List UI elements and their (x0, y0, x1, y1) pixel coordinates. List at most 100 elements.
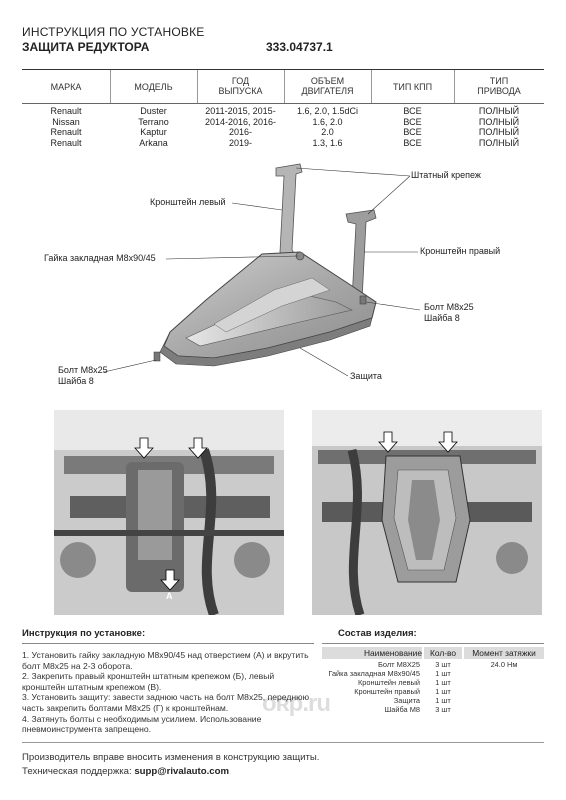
parts-col-qty: Кол-во (424, 647, 462, 659)
support-email-link[interactable]: supp@rivalauto.com (134, 766, 229, 777)
col-year: 2011-2015, 2015- 2014-2016, 2016- 2016- … (197, 106, 284, 148)
col-drive: ПОЛНЫЙ ПОЛНЫЙ ПОЛНЫЙ ПОЛНЫЙ (454, 106, 544, 148)
table-cell: Renault (50, 106, 82, 116)
photo-before-illustration (54, 410, 284, 615)
instruction-step: 2. Закрепить правый кронштейн штатным кр… (22, 671, 275, 692)
list-item: 1 шт (435, 668, 451, 678)
photo-after (312, 410, 542, 615)
col-engine: 1.6, 2.0, 1.5dCi 1.6, 2.0 2.0 1.3, 1.6 (284, 106, 371, 148)
header-divider (22, 69, 544, 70)
parts-quantities: 3 шт 1 шт 1 шт 1 шт 1 шт 3 шт (426, 660, 460, 714)
callout-right-bracket: Кронштейн правый (420, 246, 501, 256)
list-item: Защита (393, 695, 420, 705)
parts-names: Болт М8Х25 Гайка закладная М8х90/45 Крон… (322, 660, 420, 714)
callout-left-bracket: Кронштейн левый (150, 197, 226, 207)
col-separator (197, 70, 198, 103)
watermark: oʀp.ru (262, 690, 331, 717)
table-cell: 2014-2016, 2016- (204, 116, 277, 127)
leader-nut (165, 255, 299, 260)
parts-col-torque: Момент затяжки (464, 647, 544, 659)
th-gearbox: ТИП КПП (392, 82, 433, 92)
table-cell: ПОЛНЫЙ (478, 106, 520, 116)
product-code: 333.04737.1 (266, 40, 333, 54)
table-cell: 1.3, 1.6 (312, 137, 343, 148)
footer-disclaimer: Производитель вправе вносить изменения в… (22, 752, 320, 763)
col-separator (110, 70, 111, 103)
table-cell: Duster (140, 106, 167, 116)
bolt-right (359, 295, 367, 305)
callout-bolt-left-bolt: Болт М8х25 (58, 365, 108, 375)
instructions-list: 1. Установить гайку закладную М8х90/45 н… (22, 650, 312, 735)
photo-after-illustration (312, 410, 542, 615)
table-cell: Renault (50, 127, 82, 137)
table-cell: 2016- (228, 127, 253, 137)
table-cell: ПОЛНЫЙ (478, 137, 520, 148)
th-brand: МАРКА (50, 82, 82, 92)
list-item: Шайба М8 (384, 704, 420, 714)
callout-nut: Гайка закладная М8х90/45 (44, 253, 156, 263)
th-model: МОДЕЛЬ (134, 82, 173, 92)
table-cell: ВСЕ (403, 106, 422, 116)
instruction-step: 1. Установить гайку закладную М8х90/45 н… (22, 650, 309, 671)
callout-bolt-right: Болт М8х25 Шайба 8 (424, 302, 474, 324)
instructions-title: Инструкция по установке: (22, 628, 146, 639)
instruction-step: 4. Затянуть болты с необходимым усилием.… (22, 713, 262, 735)
photo-before: A (54, 410, 284, 615)
table-cell: Terrano (138, 116, 169, 127)
parts-title: Состав изделия: (338, 628, 417, 639)
table-cell: 1.6, 2.0 (312, 116, 343, 127)
table-cell: Nissan (52, 116, 80, 127)
callout-guard: Защита (350, 371, 382, 381)
callout-standard-mount: Штатный крепеж (411, 170, 481, 180)
guard-rib (213, 277, 331, 333)
product-title: ЗАЩИТА РЕДУКТОРА (22, 40, 150, 54)
col-brand: Renault Nissan Renault Renault (22, 106, 110, 148)
list-item: Болт М8Х25 (378, 660, 420, 669)
callout-bolt-right-bolt: Болт М8х25 (424, 302, 474, 312)
table-cell: ВСЕ (403, 116, 422, 127)
table-cell: Renault (50, 137, 82, 148)
list-item: 1 шт (435, 677, 451, 687)
callout-bolt-left: Болт М8х25 Шайба 8 (58, 365, 108, 387)
exploded-drawing (103, 163, 421, 377)
table-cell: ПОЛНЫЙ (478, 127, 520, 137)
col-separator (371, 70, 372, 103)
list-item: Гайка закладная М8х90/45 (328, 668, 420, 678)
photo-label-a: A (166, 591, 173, 601)
parts-divider (322, 643, 544, 644)
table-cell: Kaptur (140, 127, 167, 137)
leader-bolt-left (103, 359, 157, 373)
col-gearbox: ВСЕ ВСЕ ВСЕ ВСЕ (371, 106, 454, 148)
table-cell: ВСЕ (403, 127, 422, 137)
list-item: Кронштейн правый (354, 686, 420, 696)
list-item: 1 шт (435, 695, 451, 705)
leader-left-bracket (231, 202, 283, 211)
doc-title: ИНСТРУКЦИЯ ПО УСТАНОВКЕ (22, 25, 205, 39)
parts-col-name: Наименование (322, 647, 422, 659)
leader-guard (299, 347, 349, 377)
table-cell: ВСЕ (403, 137, 422, 148)
instruction-step: 3. Установить защиту: завести заднюю час… (22, 692, 310, 713)
leader-standard-mount (367, 175, 411, 215)
list-item: 3 шт (435, 704, 451, 714)
table-header-divider (22, 103, 544, 104)
guard-edge (159, 317, 373, 367)
callout-bolt-left-washer: Шайба 8 (58, 376, 94, 386)
list-item: 3 шт (435, 660, 451, 669)
left-bracket (275, 163, 303, 267)
table-cell: ПОЛНЫЙ (478, 116, 520, 127)
bolt-left (153, 351, 161, 362)
parts-torque: 24.0 Нм (490, 660, 518, 669)
leader-standard-mount (295, 167, 411, 177)
callout-bolt-right-washer: Шайба 8 (424, 313, 460, 323)
footer-support: Техническая поддержка: supp@rivalauto.co… (22, 766, 229, 777)
col-separator (454, 70, 455, 103)
leader-bolt-right (365, 301, 421, 311)
table-cell: 2011-2015, 2015- (205, 106, 276, 116)
list-item: Кронштейн левый (357, 677, 420, 687)
footer-divider (22, 742, 544, 743)
instructions-divider (22, 643, 314, 644)
